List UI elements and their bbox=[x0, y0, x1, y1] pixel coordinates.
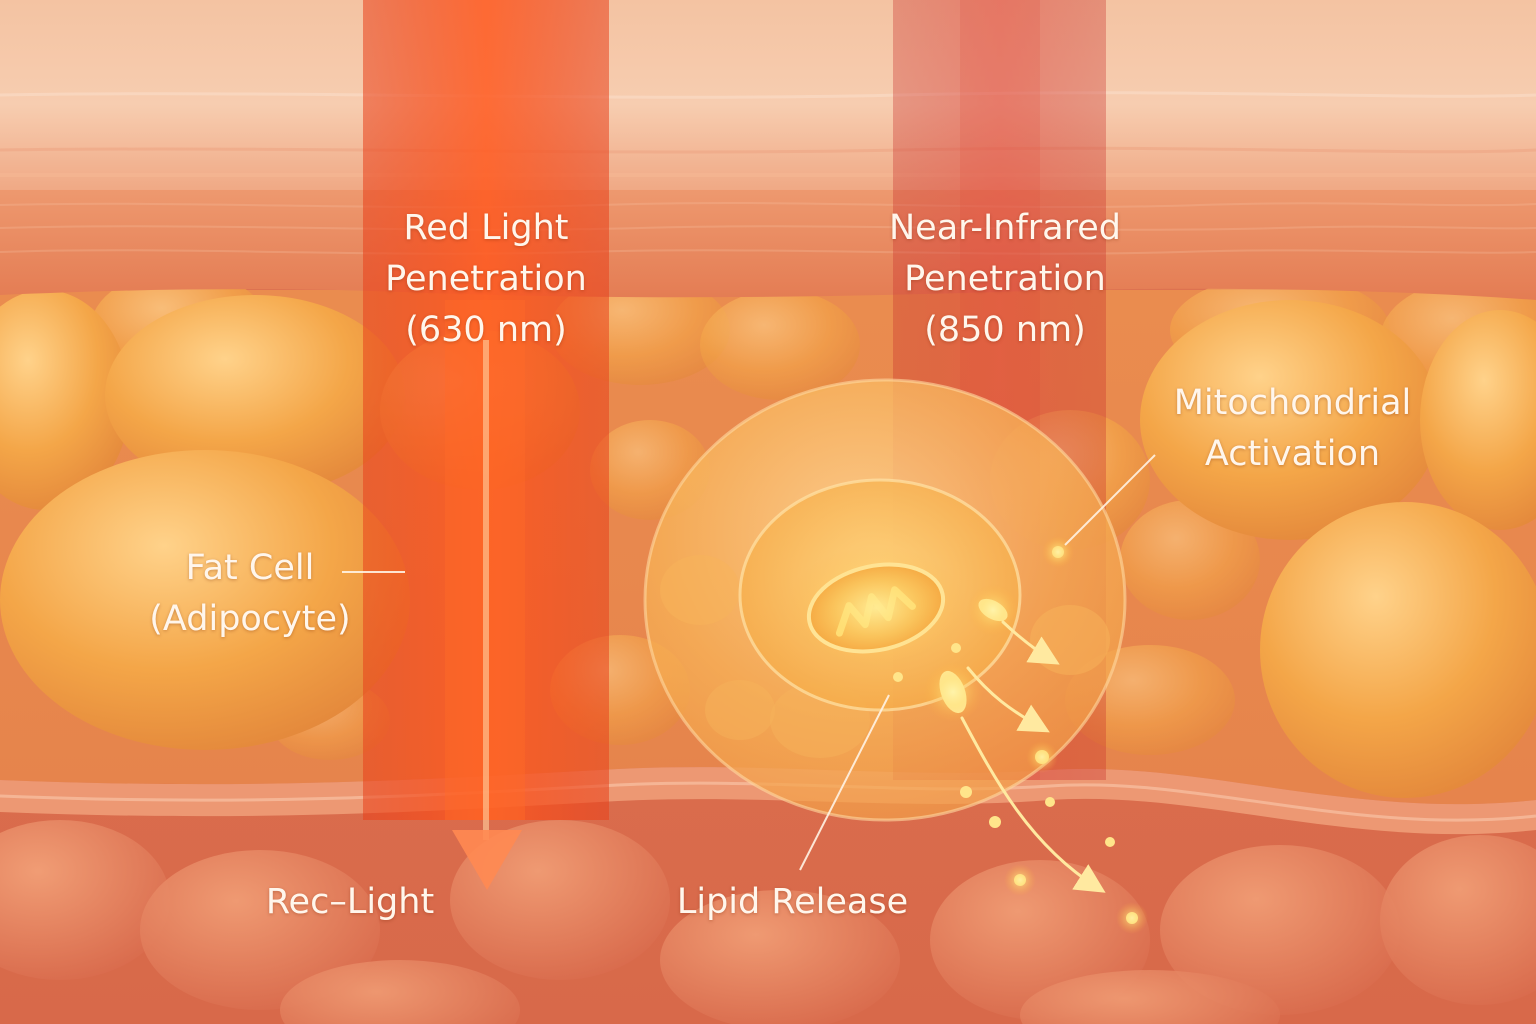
mitochondrial-activation-label: Mitochondrial Activation bbox=[1173, 383, 1412, 474]
release-arrows bbox=[960, 620, 1106, 893]
rec-light-label: Rec–Light bbox=[265, 882, 435, 922]
leader-lines bbox=[342, 454, 1156, 871]
lipid-release-label: Lipid Release bbox=[676, 882, 909, 922]
fat-cell-label: Fat Cell (Adipocyte) bbox=[149, 548, 351, 639]
near-infrared-label: Near-Infrared Penetration (850 nm) bbox=[889, 208, 1121, 350]
mitochondrion-icon bbox=[786, 546, 966, 670]
red-light-label: Red Light Penetration (630 nm) bbox=[385, 208, 587, 350]
deep-cells bbox=[0, 820, 1536, 1024]
red-light-beam bbox=[363, 0, 609, 890]
